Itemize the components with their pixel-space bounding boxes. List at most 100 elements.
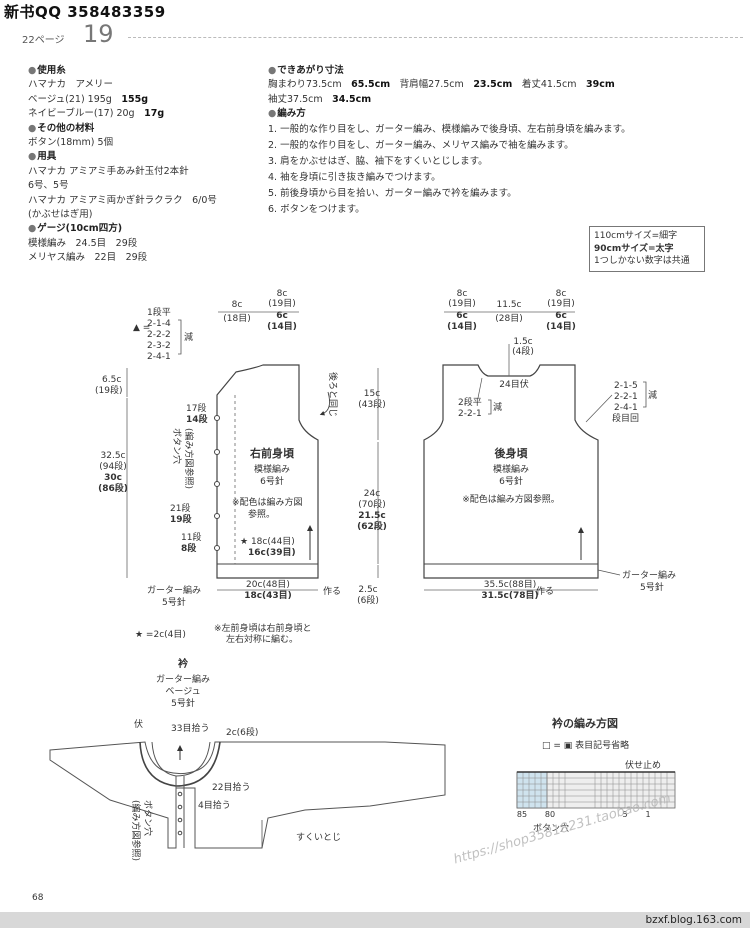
back-35-5c: 35.5c(88目) <box>484 579 536 590</box>
back-6c-l: 6c <box>456 311 468 321</box>
left-note-2: 左右対称に編む。 <box>226 633 298 645</box>
back-neck-dec: 減 <box>493 401 502 413</box>
collar-pattern: ガーター編み <box>156 673 210 685</box>
tools-line-3: ハマナカ アミアミ両かぎ針ラクラク 6/0号 <box>28 194 217 206</box>
size-legend-box: 110cmサイズ=細字 90cmサイズ=太字 1つしかない数字は共通 <box>589 226 705 272</box>
chart-tick: 5 <box>622 810 627 819</box>
buttonhole-ref: (編み方図参照) <box>183 428 195 489</box>
dim-rf-8c-b: 8c <box>232 300 243 310</box>
qq-header: 新书QQ 358483359 <box>4 3 166 21</box>
chart-tick: 85 <box>517 810 527 819</box>
back-make: 作る <box>536 585 554 597</box>
back-4-rows: (4段) <box>512 345 534 357</box>
btn-19: 19段 <box>170 513 193 525</box>
dec-2: 2-1-4 <box>147 319 171 329</box>
dim-70-rows: (70段) <box>358 498 385 510</box>
dim-30c: 30c <box>104 473 122 483</box>
back-piece <box>423 364 599 579</box>
collar-buttonhole-ref: (編み方図参照) <box>130 800 142 861</box>
yarn-title: 使用糸 <box>28 64 258 78</box>
collar-buttonhole: ボタン穴 <box>142 800 154 836</box>
tools-title: 用具 <box>28 150 258 164</box>
back-19-l: (19目) <box>448 298 475 309</box>
method-title: 編み方 <box>268 107 738 121</box>
page-footer-number: 68 <box>32 893 44 903</box>
btn-21: 21段 <box>170 502 190 514</box>
page-number: 19 <box>83 20 114 48</box>
size-legend-line-2: 90cmサイズ=太字 <box>594 243 674 254</box>
dim-43-rows: (43段) <box>358 398 385 410</box>
btn-8: 8段 <box>181 542 197 554</box>
needle5-label: 5号針 <box>162 596 186 608</box>
bottom-bar <box>0 912 750 928</box>
collar-needle: 5号針 <box>171 697 195 709</box>
right-front-title: 右前身頃 <box>249 446 295 460</box>
dim-62-rows: (62段) <box>357 520 387 532</box>
dim-18c: 18c(43目) <box>244 590 292 601</box>
back-needle5: 5号針 <box>640 581 664 593</box>
back-same-label: 後ろと同じ <box>327 372 339 417</box>
dim-6-5c: 6.5c <box>102 375 121 385</box>
buttonhole-label: ボタン穴 <box>171 428 183 464</box>
back-2-rows: 2段平 <box>458 396 482 408</box>
make-label: 作る <box>323 585 341 597</box>
method-step: 5. 前後身頃から目を拾い、ガーター編みで衿を編みます。 <box>268 187 517 199</box>
dec-3: 2-2-2 <box>147 330 171 340</box>
method-step: 1. 一般的な作り目をし、ガーター編み、模様編みで後身頃、左右前身頃を編みます。 <box>268 123 631 135</box>
collar-garment <box>49 741 446 849</box>
back-garter: ガーター編み <box>622 569 676 581</box>
collar-pick-33: 33目拾う <box>171 722 209 734</box>
btn-17: 17段 <box>186 402 206 414</box>
back-title: 後身頃 <box>495 446 529 460</box>
method-step: 6. ボタンをつけます。 <box>268 203 365 215</box>
back-6c-r: 6c <box>555 311 567 321</box>
right-front-needle: 6号針 <box>260 475 284 487</box>
collar-pick-22: 22目拾う <box>212 781 250 793</box>
collar-title: 衿 <box>178 657 188 670</box>
arm-3: 2-4-1 <box>614 403 638 413</box>
collar-chart-grid <box>516 771 676 809</box>
tools-line-2: 6号、5号 <box>28 180 69 192</box>
dim-21-5c: 21.5c <box>358 511 386 521</box>
dim-19-rows: (19段) <box>95 384 122 396</box>
star-16c: 16c(39目) <box>248 547 296 558</box>
gauge-title: ゲージ(10cm四方) <box>28 222 258 236</box>
dim-rf-14: (14目) <box>267 321 297 332</box>
materials-section: 使用糸 ハマナカ アメリー ベージュ(21) 195g 155g ネイビーブルー… <box>28 64 258 266</box>
finished-line-2: 袖丈37.5cm 34.5cm <box>268 93 372 105</box>
back-pattern: 模様編み <box>493 463 529 475</box>
collar-pick-4: 4目拾う <box>198 799 231 811</box>
chart-buttonhole: ボタン穴 <box>533 822 569 834</box>
method-step: 3. 肩をかぶせはぎ、脇、袖下をすくいとじします。 <box>268 155 488 167</box>
gauge-line-1: 模様編み 24.5目 29段 <box>28 237 138 249</box>
yarn-line-2: ネイビーブルー(17) 20g 17g <box>28 108 165 120</box>
dim-rf-19: (19目) <box>268 298 295 309</box>
yarn-line-1: ベージュ(21) 195g 155g <box>28 93 148 105</box>
garter-label: ガーター編み <box>147 584 201 596</box>
dim-32-5c: 32.5c <box>101 451 126 461</box>
dim-24c: 24c <box>364 489 380 499</box>
arm-dec: 減 <box>648 389 657 401</box>
dim-86-rows: (86段) <box>98 482 128 494</box>
back-28: (28目) <box>495 313 522 324</box>
star-note: ★ =2c(4目) <box>135 629 186 640</box>
finished-line-1: 胸まわり73.5cm 65.5cm 背肩幅27.5cm 23.5cm 着丈41.… <box>268 79 615 91</box>
chart-tick: 80 <box>545 810 555 819</box>
chart-tick: 1 <box>645 810 650 819</box>
back-2-2-1: 2-2-1 <box>458 409 482 419</box>
dim-2-5c: 2.5c <box>358 585 377 595</box>
star-mark: ▲ = <box>133 323 150 333</box>
dec-label: 減 <box>184 331 193 343</box>
collar-bind: 伏 <box>134 718 143 730</box>
arm-2: 2-2-1 <box>614 392 638 402</box>
back-needle: 6号針 <box>499 475 523 487</box>
btn-11: 11段 <box>181 531 201 543</box>
back-14-r: (14目) <box>546 321 576 332</box>
arm-back: 段目回 <box>612 412 639 424</box>
size-legend-line-1: 110cmサイズ=細字 <box>594 231 678 241</box>
tools-line-1: ハマナカ アミアミ手あみ針玉付2本針 <box>28 165 189 177</box>
other-materials-title: その他の材料 <box>28 122 258 136</box>
back-19-r: (19目) <box>547 298 574 309</box>
dim-94-rows: (94段) <box>99 460 126 472</box>
collar-color: ベージュ <box>165 687 200 697</box>
